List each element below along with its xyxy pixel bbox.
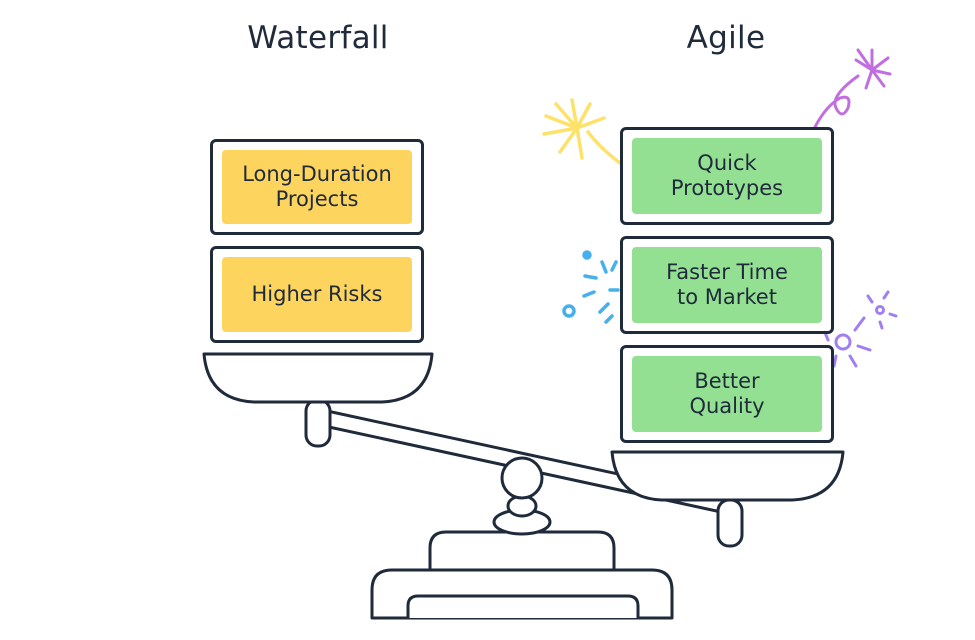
card-label: Faster Time to Market: [632, 247, 822, 323]
agile-card-better-quality: Better Quality: [620, 345, 834, 443]
agile-card-quick-prototypes: Quick Prototypes: [620, 127, 834, 225]
scale-base-top: [428, 530, 616, 572]
confetti-blue-icon: [562, 250, 620, 324]
waterfall-card-long-duration: Long-Duration Projects: [210, 139, 424, 235]
agile-card-faster-time-to-market: Faster Time to Market: [620, 236, 834, 334]
right-pan: [610, 450, 845, 502]
right-beam-end: [716, 498, 744, 548]
card-label: Quick Prototypes: [632, 138, 822, 214]
card-label: Better Quality: [632, 356, 822, 432]
agile-title: Agile: [686, 20, 766, 56]
spark-yellow-icon: [542, 98, 622, 165]
waterfall-card-higher-risks: Higher Risks: [210, 246, 424, 343]
spark-purple-icon: [813, 48, 892, 129]
spark-violet-icon: [822, 290, 898, 368]
left-pan: [202, 352, 434, 404]
left-beam-end: [304, 398, 332, 448]
card-label: Long-Duration Projects: [222, 150, 412, 224]
waterfall-title: Waterfall: [247, 20, 389, 56]
pivot-knob: [500, 456, 544, 500]
card-label: Higher Risks: [222, 257, 412, 332]
